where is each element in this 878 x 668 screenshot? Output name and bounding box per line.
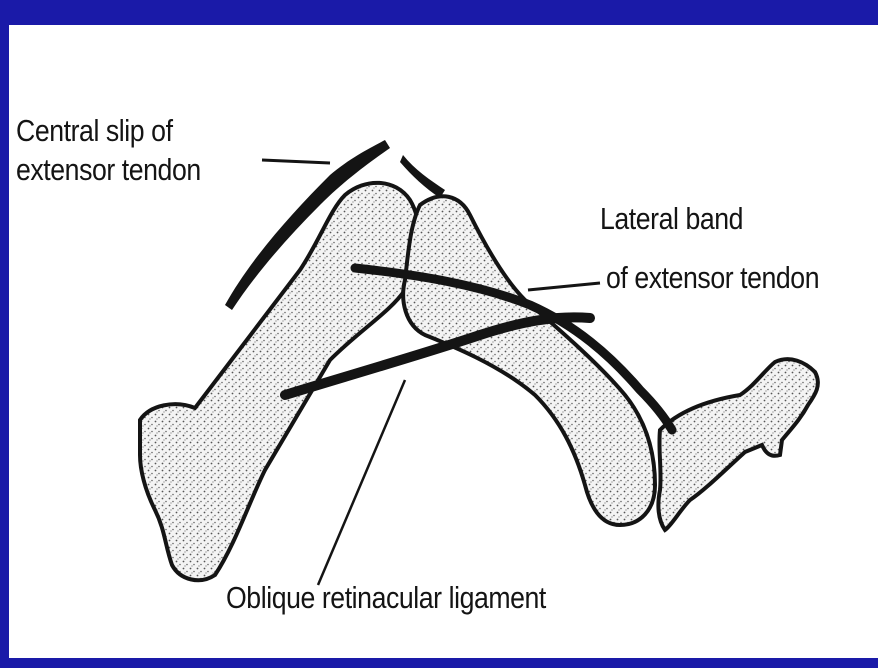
central-slip-leader-line [262,160,330,163]
oblique-retinacular-label: Oblique retinacular ligament [226,580,546,615]
distal-phalanx-bone [658,359,817,530]
oblique-retinacular-leader-line [318,380,405,585]
tendon-joint-cap [400,155,445,198]
lateral-band-label-line1: Lateral band [600,201,743,236]
central-slip-label-line1: Central slip of [16,113,173,148]
lateral-band-label-line2: of extensor tendon [606,260,819,295]
central-slip-label-line2: extensor tendon [16,152,201,187]
lateral-band-leader-line [528,283,600,290]
